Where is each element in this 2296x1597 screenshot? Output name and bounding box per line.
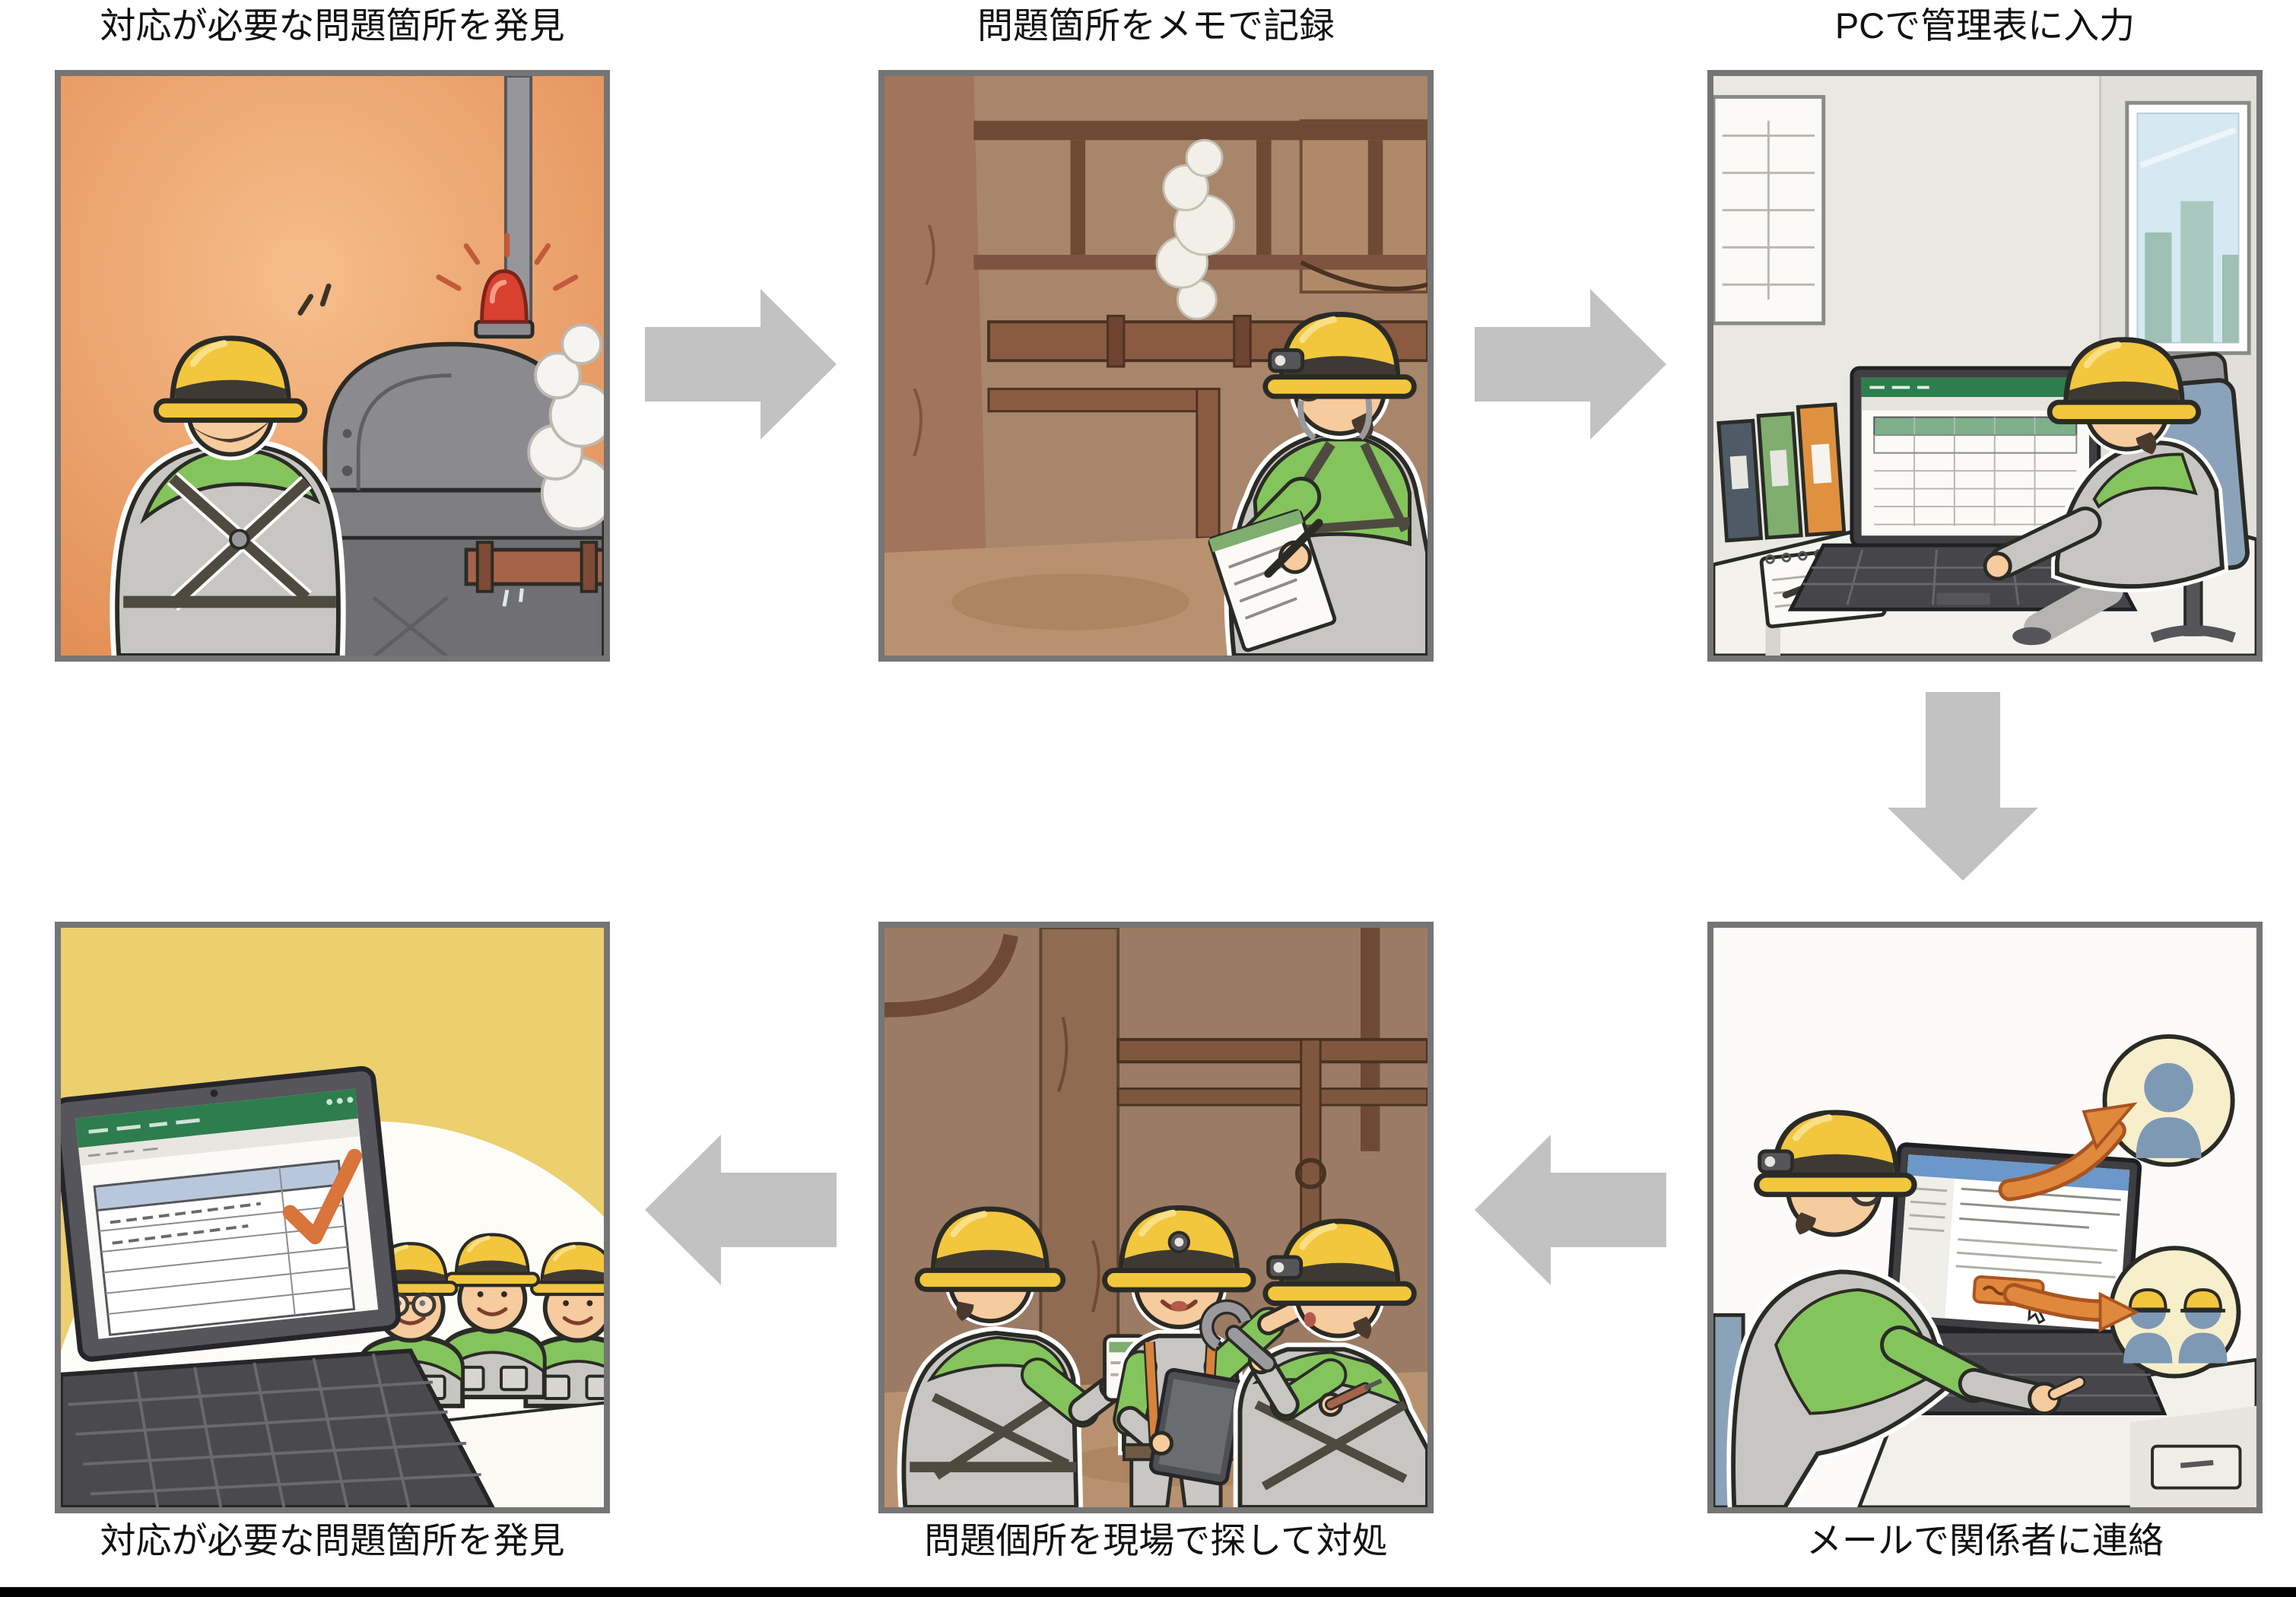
send-arrow-right-icon: [2002, 1283, 2139, 1333]
bottom-black-bar: [0, 1587, 2296, 1597]
worker-emailing: [1713, 1113, 2086, 1507]
email-contact-illustration: [1713, 928, 2256, 1507]
send-arrow-up-icon: [1998, 1102, 2138, 1202]
flow-arrow-right-2: [1475, 289, 1666, 440]
step-label-1: 対応が必要な問題箇所を発見: [100, 5, 565, 46]
worker-back-view: [110, 338, 346, 656]
safety-harness-icon: [123, 471, 336, 611]
onsite-fix-illustration: [884, 928, 1427, 1507]
step-label-3: PCで管理表に入力: [1834, 5, 2136, 46]
alert-ticks-icon: [297, 283, 332, 316]
flow-arrow-left-1: [1475, 1135, 1666, 1285]
worker-seated: [1983, 340, 2229, 646]
panel-write-memo: [878, 70, 1434, 662]
checklist-done-illustration: [61, 928, 604, 1507]
laptop-keyboard: [61, 1348, 495, 1507]
steam-icon: [1155, 138, 1236, 320]
write-memo-illustration: [884, 76, 1427, 656]
tablet-icon: [1148, 1367, 1245, 1486]
flow-arrow-right-1: [645, 289, 837, 440]
checkmark-icon: [282, 1148, 362, 1245]
step-label-4: メールで関係者に連絡: [1806, 1520, 2164, 1560]
step-label-5: 問題個所を現場で探して対処: [924, 1520, 1388, 1560]
pc-entry-illustration: [1713, 76, 2256, 656]
panel-email-contact: [1707, 922, 2263, 1513]
panel-pc-entry: [1707, 70, 2263, 662]
pipe-icon: [464, 541, 604, 607]
alarm-beacon-icon: [436, 233, 579, 339]
discover-problem-illustration: [61, 76, 604, 656]
step-label-2: 問題箇所をメモで記録: [977, 5, 1335, 46]
recipient-single-icon: [2102, 1034, 2235, 1167]
flow-arrow-down: [1888, 692, 2038, 881]
pen-icon: [1264, 519, 1323, 578]
recipient-team-icon: [2108, 1246, 2241, 1379]
worker-left-phone: [897, 1209, 1147, 1507]
panel-onsite-fix: [878, 922, 1434, 1513]
screwdriver-icon: [1325, 1378, 1383, 1411]
step-label-6: 対応が必要な問題箇所を発見: [100, 1520, 565, 1560]
worker-writing-memo: [1208, 314, 1427, 656]
binders-icon: [1716, 402, 1847, 543]
worker-right-wrench: [1199, 1221, 1427, 1507]
flow-arrow-left-2: [645, 1135, 837, 1285]
steam-icon: [527, 323, 604, 531]
wrench-icon: [1199, 1299, 1277, 1373]
wall-chart-icon: [1713, 94, 1826, 325]
window-icon: [2125, 100, 2251, 355]
laptop-checklist-icon: [61, 1065, 402, 1362]
panel-discover-problem: [55, 70, 610, 662]
panel-checklist-done: [55, 922, 610, 1513]
email-titlebar: [1907, 1154, 2130, 1191]
laptop-spreadsheet-icon: [1787, 366, 2138, 611]
